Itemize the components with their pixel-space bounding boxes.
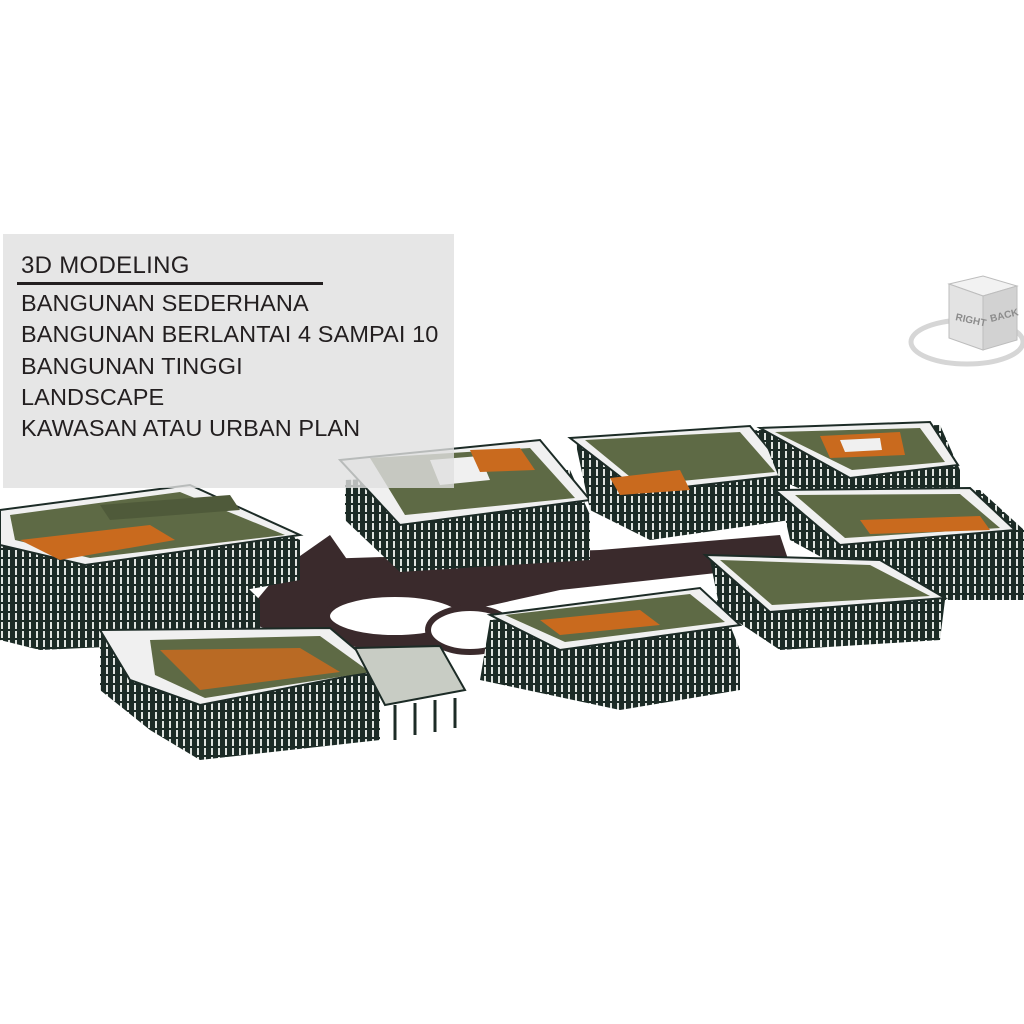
title-underline — [17, 282, 323, 285]
viewcube-back-face[interactable] — [982, 285, 1018, 351]
service-item-urban-plan: KAWASAN ATAU URBAN PLAN — [21, 415, 361, 441]
viewcube-widget[interactable]: RIGHT BACK — [905, 270, 1024, 380]
info-panel — [3, 234, 454, 488]
service-item-simple-building: BANGUNAN SEDERHANA — [21, 290, 309, 316]
service-item-mid-rise-building: BANGUNAN BERLANTAI 4 SAMPAI 10 — [21, 321, 439, 347]
building-south-center — [480, 586, 743, 710]
building-southwest — [98, 626, 467, 760]
service-item-high-rise-building: BANGUNAN TINGGI — [21, 353, 243, 379]
building-southeast — [702, 553, 949, 650]
building-northwest — [0, 483, 304, 650]
building-east — [756, 420, 1024, 600]
panel-title: 3D MODELING — [21, 252, 190, 279]
service-item-landscape: LANDSCAPE — [21, 384, 165, 410]
building-northeast — [567, 424, 792, 540]
road-network — [240, 535, 790, 660]
